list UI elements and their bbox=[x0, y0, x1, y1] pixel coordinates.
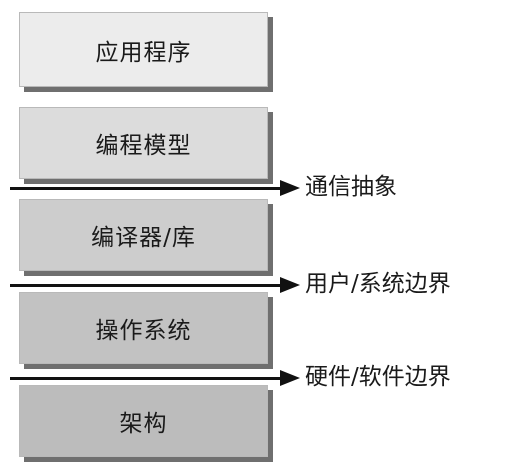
boundary-arrow-user-system bbox=[10, 284, 282, 287]
boundary-arrow-communication bbox=[10, 187, 282, 190]
layer-application: 应用程序 bbox=[19, 12, 268, 87]
boundary-label-hardware-software: 硬件/软件边界 bbox=[305, 364, 451, 390]
layer-operating-system-label: 操作系统 bbox=[95, 318, 192, 344]
boundary-arrow-communication-head bbox=[280, 180, 300, 196]
layer-architecture: 架构 bbox=[19, 385, 268, 457]
layer-operating-system: 操作系统 bbox=[19, 292, 268, 364]
layer-compiler-library-label: 编译器/库 bbox=[91, 225, 196, 251]
layer-programming-model-label: 编程模型 bbox=[95, 133, 192, 159]
layer-architecture-label: 架构 bbox=[119, 411, 168, 437]
boundary-label-user-system: 用户/系统边界 bbox=[305, 271, 451, 297]
boundary-label-communication: 通信抽象 bbox=[305, 174, 397, 200]
layer-compiler-library: 编译器/库 bbox=[19, 199, 268, 271]
boundary-arrow-hardware-software bbox=[10, 377, 282, 380]
boundary-arrow-hardware-software-head bbox=[280, 370, 300, 386]
boundary-arrow-user-system-head bbox=[280, 277, 300, 293]
layer-programming-model: 编程模型 bbox=[19, 107, 268, 179]
layer-application-label: 应用程序 bbox=[95, 39, 192, 66]
